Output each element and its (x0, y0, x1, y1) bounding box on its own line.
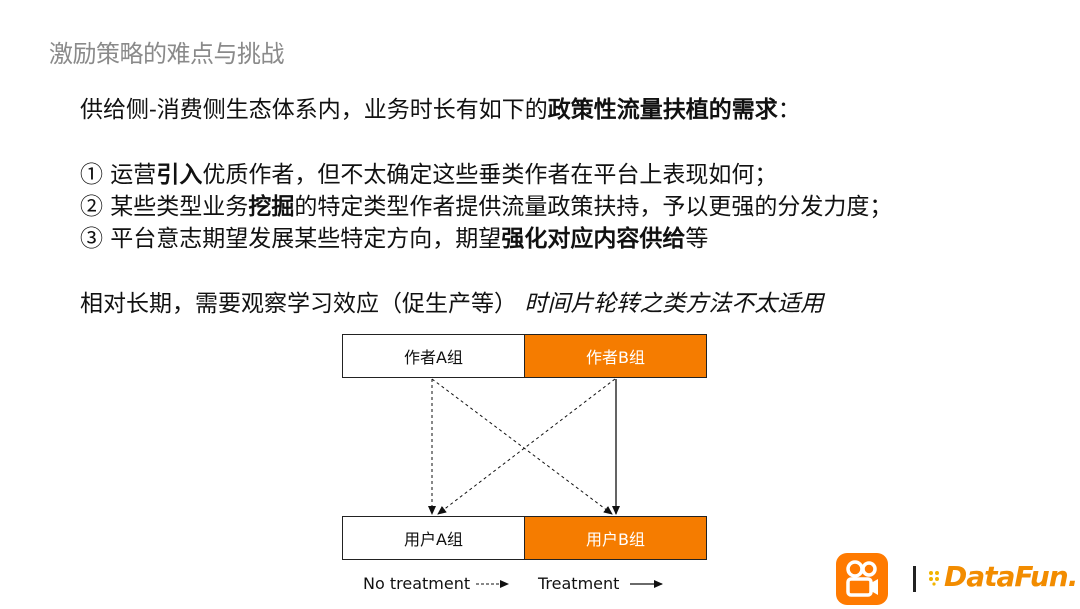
point-2-bold: 挖掘 (248, 194, 295, 220)
point-2-c: 的特定类型作者提供流量政策扶持，予以更强的分发力度； (294, 194, 893, 220)
author-b-box: 作者B组 (524, 334, 707, 378)
arrow-b-to-user-a (437, 378, 616, 515)
point-3-a: ③ 平台意志期望发展某些特定方向，期望 (80, 226, 502, 252)
point-1-c: 优质作者，但不太确定这些垂类作者在平台上表现如何； (202, 162, 778, 188)
point-1-a: ① 运营 (80, 162, 157, 188)
intro-suffix: ： (777, 97, 801, 123)
point-1: ① 运营引入优质作者，但不太确定这些垂类作者在平台上表现如何； (80, 160, 777, 190)
legend-treatment: Treatment (538, 574, 620, 593)
point-3-c: 等 (685, 226, 709, 252)
user-b-box: 用户B组 (524, 516, 707, 560)
longterm-italic: 时间片轮转之类方法不太适用 (524, 291, 824, 317)
author-a-box: 作者A组 (342, 334, 525, 378)
point-2: ② 某些类型业务挖掘的特定类型作者提供流量政策扶持，予以更强的分发力度； (80, 192, 892, 222)
intro-line: 供给侧-消费侧生态体系内，业务时长有如下的政策性流量扶植的需求： (80, 95, 801, 125)
legend-no-treatment: No treatment (363, 574, 471, 593)
point-3: ③ 平台意志期望发展某些特定方向，期望强化对应内容供给等 (80, 224, 708, 254)
datafun-logo: DataFun. (944, 560, 1078, 593)
longterm-line: 相对长期，需要观察学习效应（促生产等） 时间片轮转之类方法不太适用 (80, 289, 823, 319)
longterm-normal: 相对长期，需要观察学习效应（促生产等） (80, 291, 517, 317)
arrow-a-to-user-b (431, 378, 613, 515)
datafun-dots-icon (929, 571, 939, 586)
intro-prefix: 供给侧-消费侧生态体系内，业务时长有如下的 (80, 97, 548, 123)
kuaishou-logo-icon (836, 553, 888, 605)
point-1-bold: 引入 (156, 162, 203, 188)
user-a-box: 用户A组 (342, 516, 525, 560)
point-2-a: ② 某些类型业务 (80, 194, 249, 220)
logo-divider (913, 566, 916, 592)
slide-title: 激励策略的难点与挑战 (49, 40, 285, 68)
intro-bold: 政策性流量扶植的需求 (547, 97, 778, 123)
point-3-bold: 强化对应内容供给 (501, 226, 686, 252)
